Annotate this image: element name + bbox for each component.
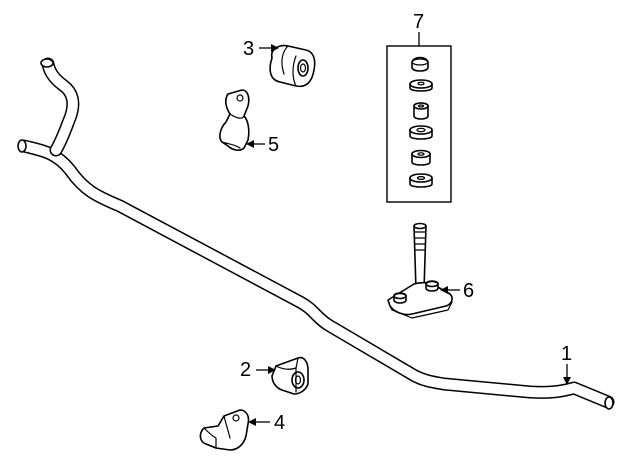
- callout-6: 6: [440, 280, 474, 302]
- callout-arrowhead-6: [440, 286, 448, 294]
- callout-number-5: 5: [268, 134, 279, 156]
- callout-number-2: 2: [240, 359, 251, 381]
- callout-arrowhead-4: [248, 418, 256, 426]
- kit-cap: [411, 56, 429, 72]
- callout-arrowhead-1: [563, 377, 571, 385]
- callout-2: 2: [240, 359, 276, 381]
- bushing-upper: [269, 44, 316, 88]
- kit-bushing-1: [413, 102, 429, 120]
- kit-washer-2: [409, 125, 433, 140]
- callout-arrowhead-3: [271, 44, 279, 52]
- stabilizer-bar-arm-fill: [43, 59, 78, 155]
- stabilizer-link: [387, 222, 453, 319]
- stabilizer-bar-end-top: [40, 58, 54, 68]
- bracket-lower: [199, 409, 250, 451]
- kit-bushing-2: [411, 149, 431, 166]
- callout-number-3: 3: [243, 38, 254, 60]
- stabilizer-bar: [17, 57, 615, 410]
- bracket-upper: [219, 89, 250, 151]
- stabilizer-bar-fill: [19, 141, 613, 407]
- callout-number-4: 4: [274, 412, 285, 434]
- callout-arrowhead-2: [268, 366, 276, 374]
- callout-1: 1: [561, 343, 572, 385]
- stabilizer-bar-end-left: [17, 139, 27, 153]
- callout-number-1: 1: [561, 343, 572, 365]
- callout-7: 7: [413, 11, 424, 46]
- kit-washer-1: [409, 79, 433, 92]
- callout-3: 3: [243, 38, 279, 60]
- kit-washer-3: [409, 173, 433, 188]
- callout-4: 4: [248, 412, 285, 434]
- bushing-lower: [271, 356, 309, 395]
- stabilizer-bar-end-right: [604, 396, 614, 410]
- link-hardware-kit: [386, 45, 452, 203]
- stabilizer-bar-outline: [17, 139, 615, 409]
- callout-arrowhead-5: [246, 140, 254, 148]
- callout-number-6: 6: [463, 280, 474, 302]
- callout-5: 5: [246, 134, 279, 156]
- callout-number-7: 7: [413, 11, 424, 33]
